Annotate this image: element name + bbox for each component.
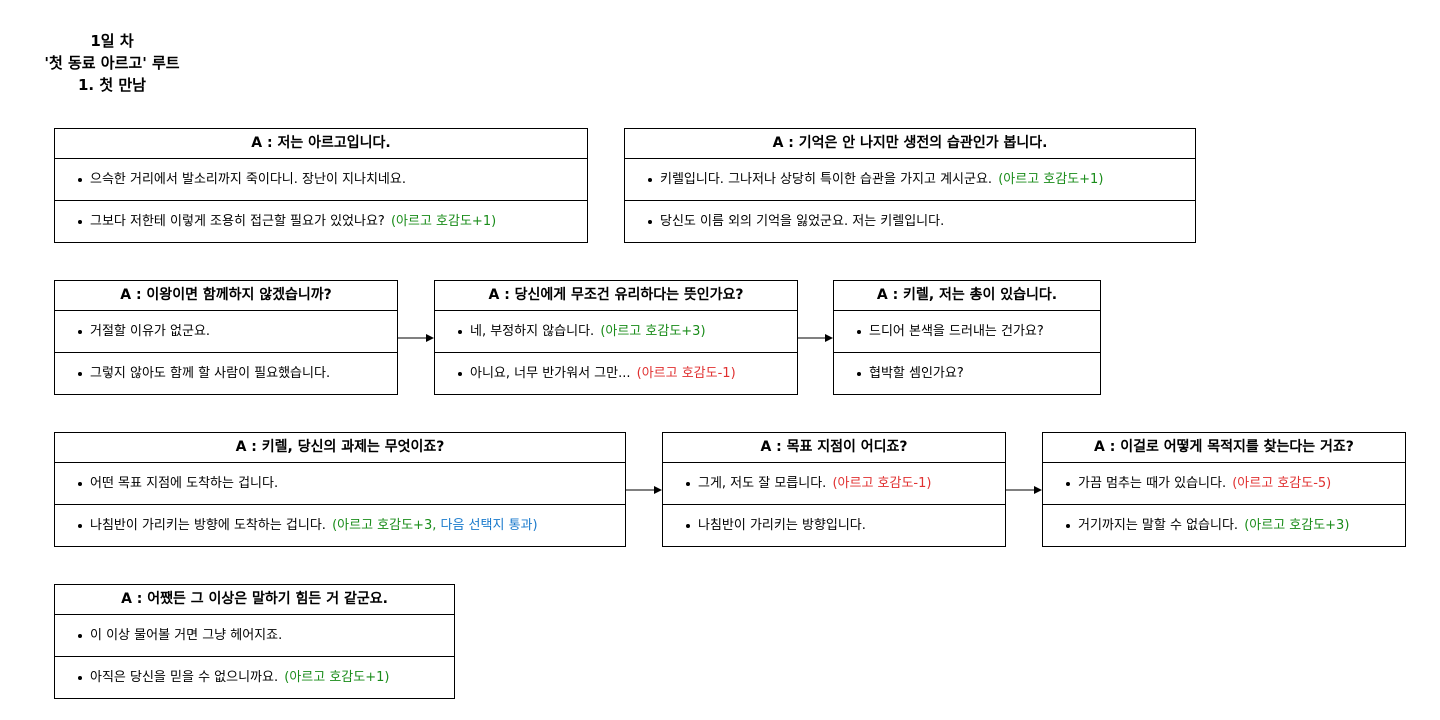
dialogue-box-1: A : 저는 아르고입니다. 으슥한 거리에서 발소리까지 죽이다니. 장난이 … bbox=[54, 128, 588, 243]
affinity-change: (아르고 호감도-1) bbox=[832, 476, 932, 491]
choice-option[interactable]: 나침반이 가리키는 방향입니다. bbox=[663, 504, 1005, 546]
choice-option[interactable]: 거절할 이유가 없군요. bbox=[55, 311, 397, 352]
choice-text: 아니요, 너무 반가워서 그만... bbox=[470, 366, 631, 381]
dialogue-box-5: A : 키렐, 저는 총이 있습니다. 드디어 본색을 드러내는 건가요? 협박… bbox=[833, 280, 1101, 395]
affinity-change: (아르고 호감도-5) bbox=[1232, 476, 1332, 491]
choice-text: 그렇지 않아도 함께 할 사람이 필요했습니다. bbox=[90, 366, 331, 381]
choice-option[interactable]: 네, 부정하지 않습니다. (아르고 호감도+3) bbox=[435, 311, 797, 352]
choice-option[interactable]: 이 이상 물어볼 거면 그냥 헤어지죠. bbox=[55, 615, 454, 656]
choice-text: 당신도 이름 외의 기억을 잃었군요. 저는 키렐입니다. bbox=[660, 214, 945, 229]
choice-option[interactable]: 그게, 저도 잘 모릅니다. (아르고 호감도-1) bbox=[663, 463, 1005, 504]
title-chapter: 1. 첫 만남 bbox=[78, 76, 146, 94]
dialogue-box-4: A : 당신에게 무조건 유리하다는 뜻인가요? 네, 부정하지 않습니다. (… bbox=[434, 280, 798, 395]
dialogue-box-header: A : 당신에게 무조건 유리하다는 뜻인가요? bbox=[435, 281, 797, 311]
dialogue-box-header: A : 목표 지점이 어디죠? bbox=[663, 433, 1005, 463]
affinity-change: (아르고 호감도-1) bbox=[636, 366, 736, 381]
dialogue-box-header: A : 기억은 안 나지만 생전의 습관인가 봅니다. bbox=[625, 129, 1195, 159]
choice-option[interactable]: 으슥한 거리에서 발소리까지 죽이다니. 장난이 지나치네요. bbox=[55, 159, 587, 200]
choice-text: 거절할 이유가 없군요. bbox=[90, 324, 211, 339]
choice-text: 으슥한 거리에서 발소리까지 죽이다니. 장난이 지나치네요. bbox=[90, 172, 406, 187]
dialogue-box-9: A : 어쨌든 그 이상은 말하기 힘든 거 같군요. 이 이상 물어볼 거면 … bbox=[54, 584, 455, 699]
affinity-change: (아르고 호감도+3) bbox=[1244, 518, 1350, 533]
dialogue-box-6: A : 키렐, 당신의 과제는 무엇이죠? 어떤 목표 지점에 도착하는 겁니다… bbox=[54, 432, 626, 547]
choice-option[interactable]: 아직은 당신을 믿을 수 없으니까요. (아르고 호감도+1) bbox=[55, 656, 454, 698]
dialogue-box-header: A : 이왕이면 함께하지 않겠습니까? bbox=[55, 281, 397, 311]
choice-option[interactable]: 가끔 멈추는 때가 있습니다. (아르고 호감도-5) bbox=[1043, 463, 1405, 504]
affinity-change: (아르고 호감도+3, bbox=[332, 518, 437, 533]
title-day: 1일 차 bbox=[90, 32, 134, 50]
dialogue-box-header: A : 저는 아르고입니다. bbox=[55, 129, 587, 159]
choice-option[interactable]: 나침반이 가리키는 방향에 도착하는 겁니다. (아르고 호감도+3, 다음 선… bbox=[55, 504, 625, 546]
choice-option[interactable]: 드디어 본색을 드러내는 건가요? bbox=[834, 311, 1100, 352]
affinity-change: (아르고 호감도+3) bbox=[600, 324, 706, 339]
choice-text: 키렐입니다. 그나저나 상당히 특이한 습관을 가지고 계시군요. bbox=[660, 172, 993, 187]
dialogue-box-7: A : 목표 지점이 어디죠? 그게, 저도 잘 모릅니다. (아르고 호감도-… bbox=[662, 432, 1006, 547]
choice-option[interactable]: 어떤 목표 지점에 도착하는 겁니다. bbox=[55, 463, 625, 504]
diagram-title: 1일 차 '첫 동료 아르고' 루트 1. 첫 만남 bbox=[22, 30, 202, 96]
dialogue-box-header: A : 키렐, 저는 총이 있습니다. bbox=[834, 281, 1100, 311]
dialogue-box-3: A : 이왕이면 함께하지 않겠습니까? 거절할 이유가 없군요. 그렇지 않아… bbox=[54, 280, 398, 395]
choice-option[interactable]: 키렐입니다. 그나저나 상당히 특이한 습관을 가지고 계시군요. (아르고 호… bbox=[625, 159, 1195, 200]
dialogue-box-header: A : 어쨌든 그 이상은 말하기 힘든 거 같군요. bbox=[55, 585, 454, 615]
dialogue-box-2: A : 기억은 안 나지만 생전의 습관인가 봅니다. 키렐입니다. 그나저나 … bbox=[624, 128, 1196, 243]
affinity-change: (아르고 호감도+1) bbox=[284, 670, 390, 685]
choice-text: 어떤 목표 지점에 도착하는 겁니다. bbox=[90, 476, 279, 491]
dialogue-box-header: A : 이걸로 어떻게 목적지를 찾는다는 거죠? bbox=[1043, 433, 1405, 463]
choice-option[interactable]: 그보다 저한테 이렇게 조용히 접근할 필요가 있었나요? (아르고 호감도+1… bbox=[55, 200, 587, 242]
affinity-change: (아르고 호감도+1) bbox=[390, 214, 497, 229]
choice-text: 아직은 당신을 믿을 수 없으니까요. bbox=[90, 670, 279, 685]
choice-text: 네, 부정하지 않습니다. bbox=[470, 324, 595, 339]
choice-text: 그게, 저도 잘 모릅니다. bbox=[698, 476, 827, 491]
choice-option[interactable]: 아니요, 너무 반가워서 그만... (아르고 호감도-1) bbox=[435, 352, 797, 394]
choice-text: 그보다 저한테 이렇게 조용히 접근할 필요가 있었나요? bbox=[90, 214, 385, 229]
choice-text: 협박할 셈인가요? bbox=[869, 366, 964, 381]
choice-text: 이 이상 물어볼 거면 그냥 헤어지죠. bbox=[90, 628, 283, 643]
dialogue-box-8: A : 이걸로 어떻게 목적지를 찾는다는 거죠? 가끔 멈추는 때가 있습니다… bbox=[1042, 432, 1406, 547]
dialogue-box-header: A : 키렐, 당신의 과제는 무엇이죠? bbox=[55, 433, 625, 463]
affinity-change: (아르고 호감도+1) bbox=[998, 172, 1104, 187]
choice-option[interactable]: 거기까지는 말할 수 없습니다. (아르고 호감도+3) bbox=[1043, 504, 1405, 546]
choice-text: 나침반이 가리키는 방향입니다. bbox=[698, 518, 866, 533]
choice-text: 드디어 본색을 드러내는 건가요? bbox=[869, 324, 1044, 339]
choice-text: 가끔 멈추는 때가 있습니다. bbox=[1078, 476, 1227, 491]
choice-text: 나침반이 가리키는 방향에 도착하는 겁니다. bbox=[90, 518, 326, 533]
skip-note: 다음 선택지 통과) bbox=[440, 518, 538, 533]
title-route: '첫 동료 아르고' 루트 bbox=[44, 54, 180, 72]
choice-text: 거기까지는 말할 수 없습니다. bbox=[1078, 518, 1239, 533]
choice-option[interactable]: 그렇지 않아도 함께 할 사람이 필요했습니다. bbox=[55, 352, 397, 394]
choice-option[interactable]: 당신도 이름 외의 기억을 잃었군요. 저는 키렐입니다. bbox=[625, 200, 1195, 242]
choice-option[interactable]: 협박할 셈인가요? bbox=[834, 352, 1100, 394]
